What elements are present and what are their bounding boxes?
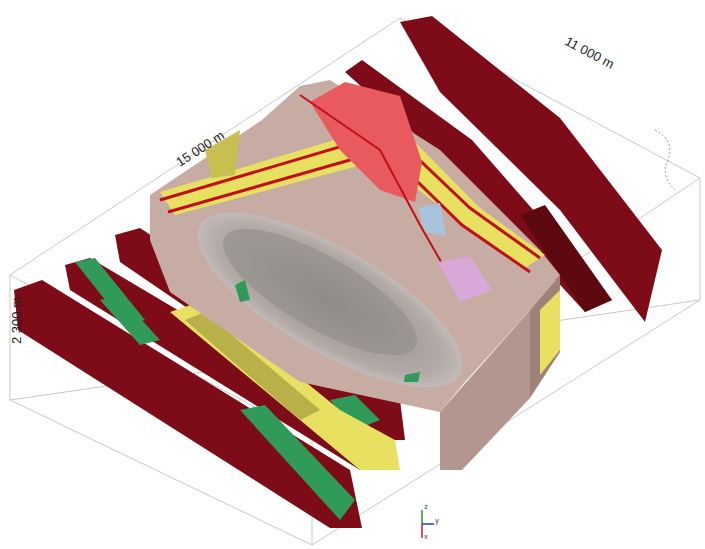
axis-label: y — [435, 517, 439, 524]
dimension-label: 11 000 m — [563, 33, 617, 71]
axis-label: x — [424, 533, 428, 540]
dimension-label: 2 300 m — [9, 297, 24, 344]
axis-label: z — [424, 503, 428, 510]
